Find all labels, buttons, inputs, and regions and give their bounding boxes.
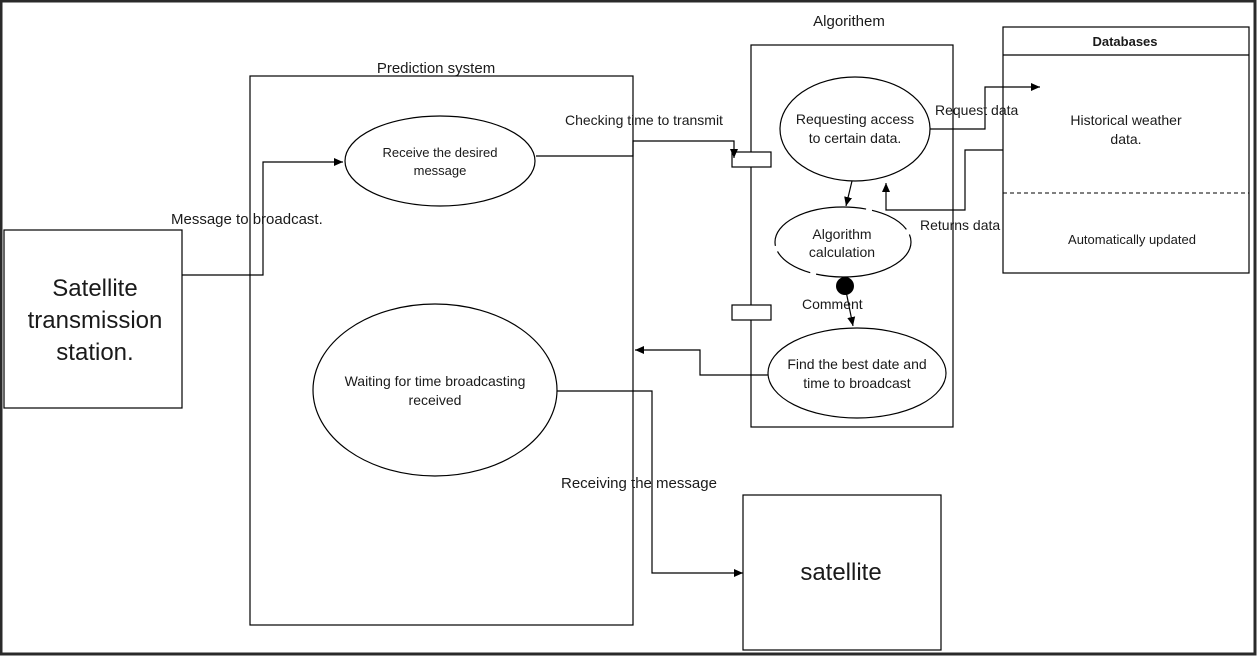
algorithm-calculation-node	[774, 206, 912, 278]
request-access-node	[779, 76, 931, 182]
best-date-line-1: Find the best date and	[787, 356, 926, 372]
databases-title: Databases	[1092, 34, 1157, 49]
algorithm-calculation-line-2: calculation	[809, 244, 875, 260]
label-request-data: Request data	[935, 102, 1018, 118]
port-top	[731, 151, 772, 168]
waiting-node	[312, 303, 558, 477]
edge-waiting-to-satellite	[557, 390, 743, 577]
request-access-line-1: Requesting access	[796, 111, 914, 127]
station-label-line-2: transmission	[28, 307, 163, 334]
port-bottom	[731, 304, 772, 321]
request-access-line-2: to certain data.	[809, 130, 902, 146]
edge-best-date-to-prediction	[635, 346, 768, 376]
edge-request-to-calc	[844, 180, 853, 207]
best-date-node	[767, 327, 947, 419]
label-checking-time: Checking time to transmit	[565, 112, 723, 128]
auto-updated-label: Automatically updated	[1068, 232, 1196, 247]
station-label-line-3: station.	[56, 339, 133, 366]
algorithm-title: Algorithem	[813, 13, 885, 30]
satellite-label: satellite	[800, 559, 881, 586]
waiting-line-2: received	[409, 392, 462, 408]
station-label-line-1: Satellite	[52, 275, 137, 302]
historical-weather-line-2: data.	[1110, 131, 1141, 147]
label-returns-data: Returns data	[920, 217, 1000, 233]
label-receiving-message: Receiving the message	[561, 475, 717, 492]
edge-station-to-receive	[182, 158, 343, 276]
label-comment: Comment	[802, 296, 863, 312]
receive-message-node	[344, 115, 536, 207]
edge-returns-data	[882, 149, 1003, 211]
prediction-system-box	[249, 75, 634, 626]
edge-calc-to-best-date	[844, 285, 856, 327]
algorithm-calculation-line-1: Algorithm	[812, 226, 871, 242]
edge-request-data	[930, 83, 1040, 130]
receive-message-line-1: Receive the desired	[383, 145, 498, 160]
historical-weather-line-1: Historical weather	[1070, 112, 1182, 128]
best-date-line-2: time to broadcast	[803, 375, 910, 391]
algorithm-box	[750, 44, 954, 428]
label-message-to-broadcast: Message to broadcast.	[171, 211, 323, 228]
receive-message-line-2: message	[414, 163, 467, 178]
edge-receive-to-algorithm	[536, 140, 738, 158]
waiting-line-1: Waiting for time broadcasting	[345, 373, 526, 389]
databases-box	[1002, 26, 1250, 274]
station-box	[3, 229, 183, 409]
prediction-system-title: Prediction system	[377, 60, 495, 77]
